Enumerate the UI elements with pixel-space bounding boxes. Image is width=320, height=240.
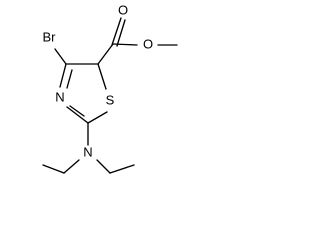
atom-labels: Br N S N O O	[43, 2, 154, 159]
chemical-structure-diagram: Br N S N O O	[42, 2, 178, 174]
bond-s-c2-single	[87, 111, 108, 124]
carbonyl-oxygen-label: O	[118, 2, 128, 17]
amine-nitrogen-label: N	[83, 144, 92, 159]
bromine-label: Br	[43, 29, 57, 44]
ring-sulfur-label: S	[106, 92, 115, 107]
bond-c2-n-inner	[69, 105, 85, 117]
bond-n-c4-outer	[59, 63, 67, 88]
bonds	[42, 17, 178, 174]
bond-c5-carbonyl-carbon	[97, 43, 114, 65]
bond-carbonyl-double-right	[116, 19, 126, 47]
bond-c2-n-outer	[66, 106, 89, 124]
bond-amine-right-ethyl-ch2	[96, 159, 111, 174]
bond-right-ethyl-ch2-ch3	[109, 164, 135, 174]
bond-n-c4-inner	[66, 69, 73, 89]
bond-left-ethyl-ch2-ch3	[42, 164, 65, 174]
ring-nitrogen-label: N	[55, 89, 64, 104]
bond-amine-left-ethyl-ch2	[63, 159, 80, 174]
bond-c4-br	[54, 48, 67, 65]
bond-c5-s-single	[97, 63, 107, 90]
ester-oxygen-label: O	[143, 36, 153, 51]
bond-carbonyl-carbon-ester-oxygen	[112, 43, 138, 46]
bond-carbonyl-double-left	[111, 17, 122, 46]
